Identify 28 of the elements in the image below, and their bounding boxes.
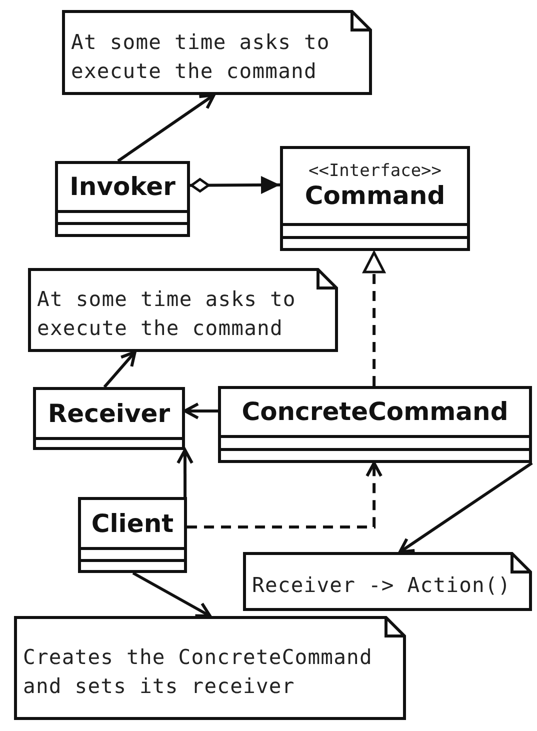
arrow — [190, 176, 280, 194]
note-box — [243, 552, 532, 611]
note-text: Receiver -> Action() — [252, 572, 512, 599]
note-text: Creates the ConcreteCommand and sets its receiver — [23, 644, 374, 700]
arrow — [117, 94, 216, 162]
class-name: Client — [91, 508, 174, 538]
class-name: ConcreteCommand — [242, 397, 508, 427]
note-box — [28, 268, 338, 352]
arrow — [176, 448, 194, 497]
class-box — [33, 387, 185, 450]
note-text: At some time asks to execute the command — [71, 28, 331, 84]
class-box — [218, 386, 532, 463]
arrow — [132, 572, 212, 618]
dashed-arrow — [362, 251, 386, 386]
arrow — [103, 350, 136, 388]
note-box — [14, 616, 406, 720]
class-box — [55, 161, 190, 237]
class-name: Invoker — [70, 172, 176, 202]
arrow — [398, 462, 533, 554]
note-box — [62, 10, 372, 95]
stereotype-label: <<Interface>> — [308, 161, 442, 181]
class-box — [280, 146, 470, 251]
dashed-arrow — [187, 462, 383, 529]
class-name: Receiver — [48, 398, 170, 428]
note-text: At some time asks to execute the command — [37, 286, 297, 342]
class-box — [78, 497, 187, 573]
class-name: Command — [304, 181, 446, 211]
arrow — [184, 402, 218, 420]
